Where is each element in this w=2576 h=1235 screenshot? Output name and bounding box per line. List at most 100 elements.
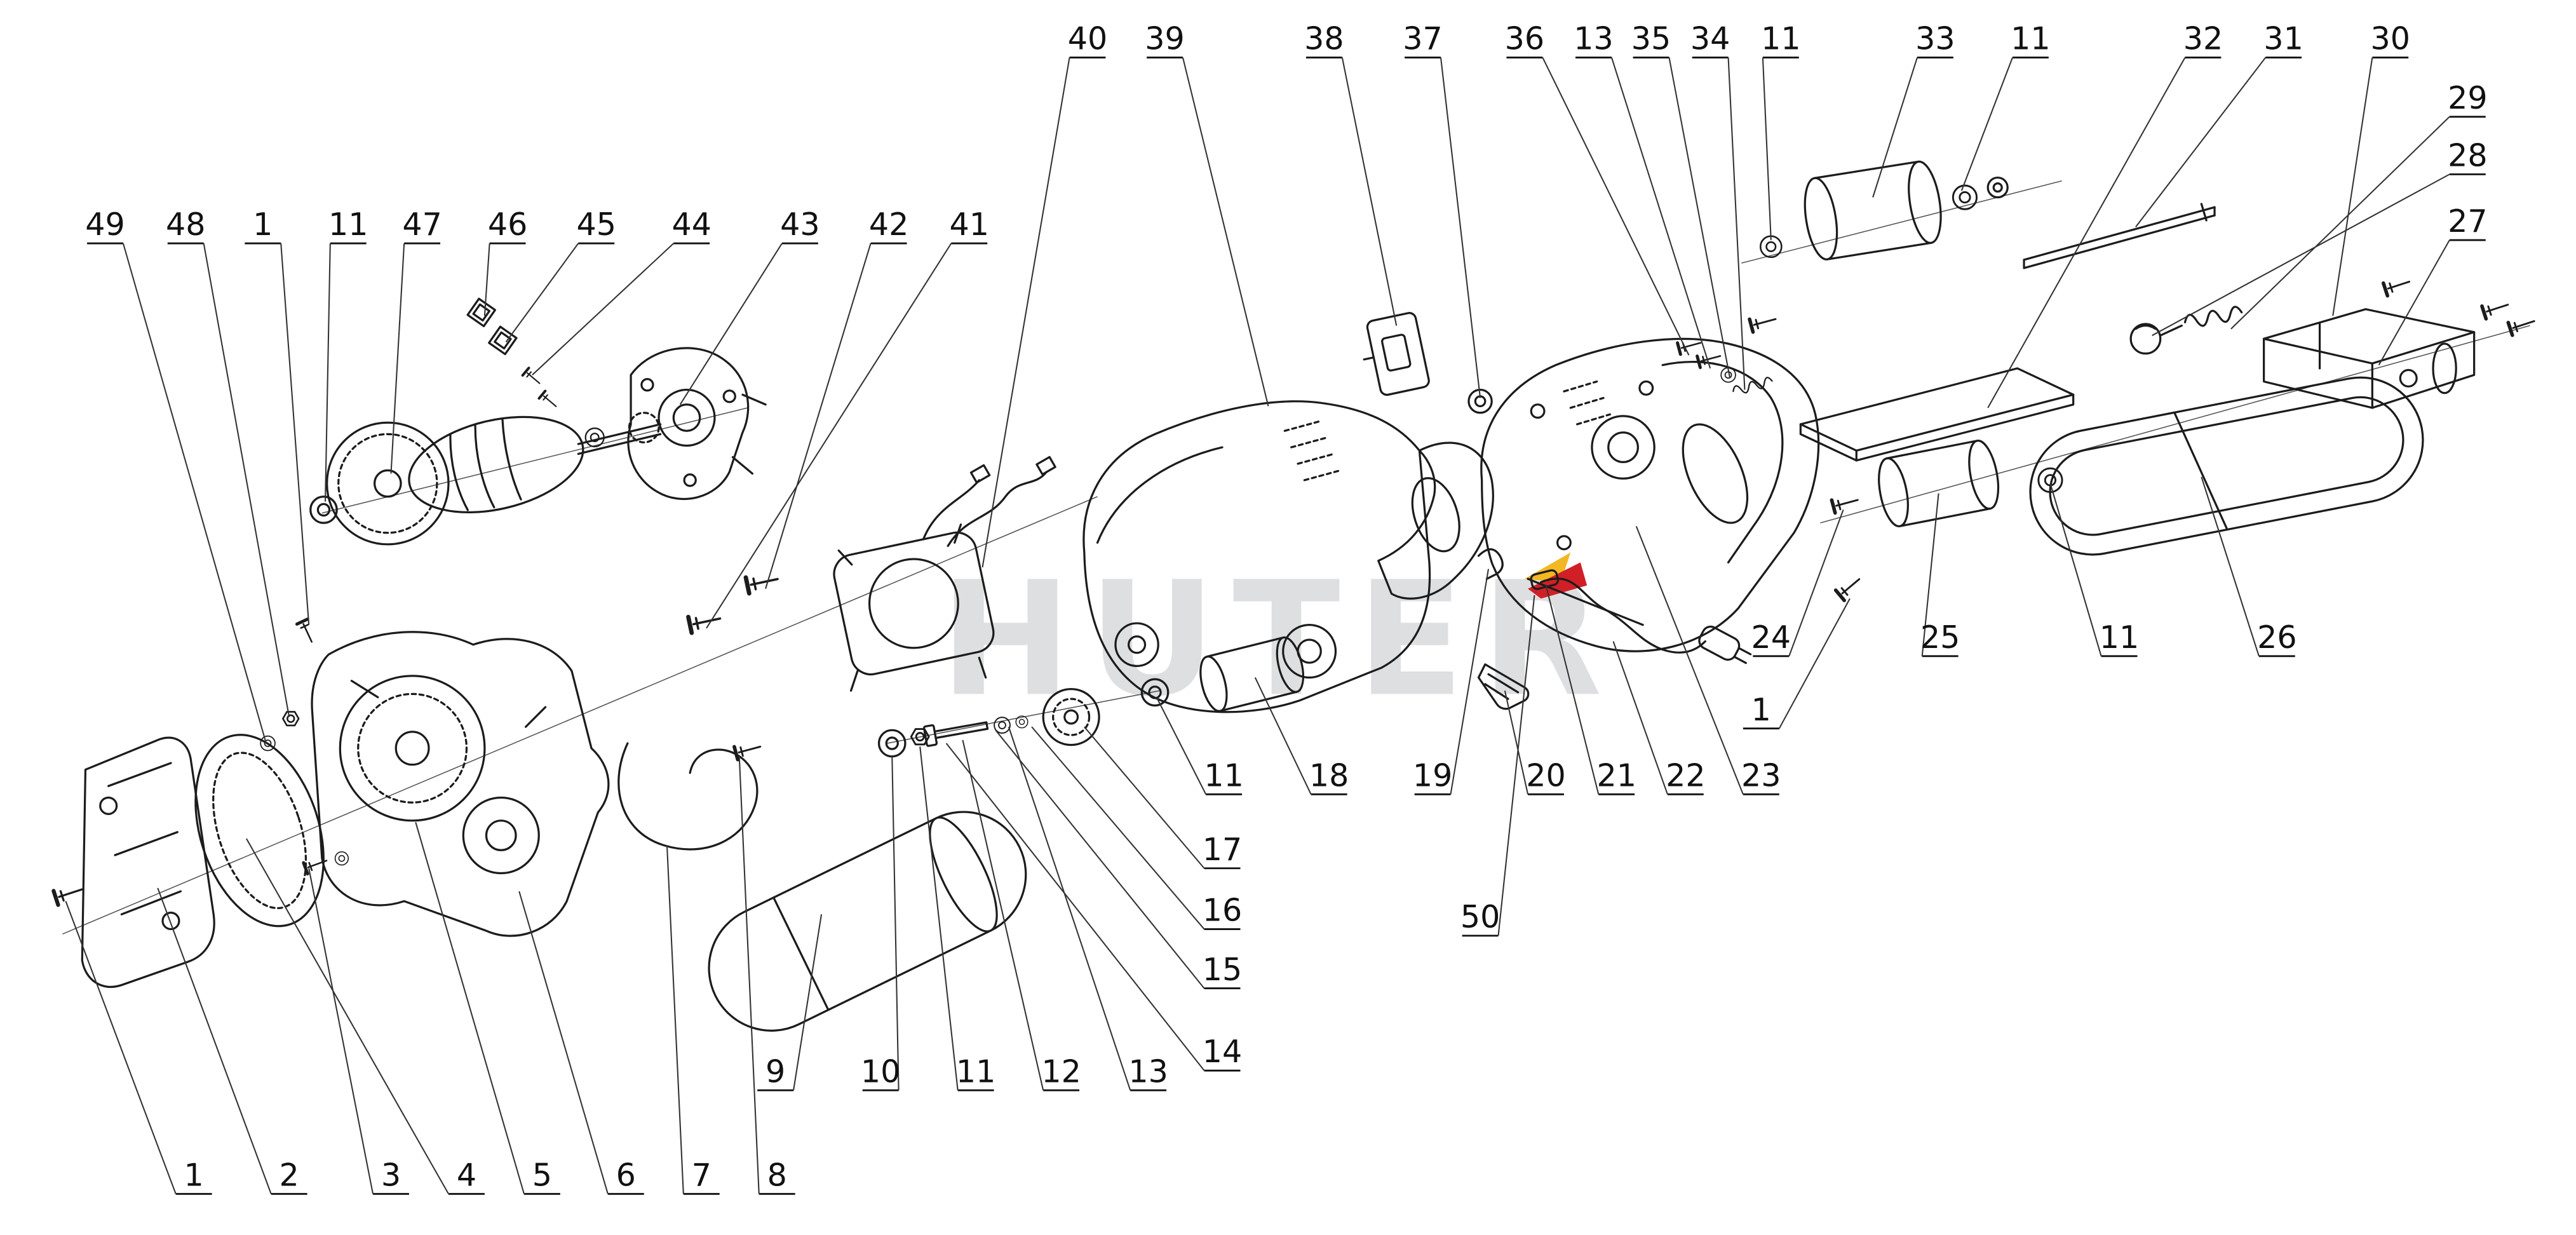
callout-number-47: 47 (402, 206, 442, 243)
callout-number-11: 11 (1204, 757, 1244, 793)
motor-housing-right (1480, 337, 1820, 652)
callout-leader (2201, 476, 2260, 657)
callout-leader (1635, 525, 1744, 795)
callout-number-29: 29 (2448, 79, 2488, 116)
callout-number-26: 26 (2257, 619, 2297, 656)
motor-housing-left (1082, 400, 1494, 713)
callout-number-18: 18 (1309, 757, 1349, 793)
clip-part (1477, 548, 1504, 580)
callout-leader (738, 756, 760, 1194)
power-plug (1698, 625, 1752, 665)
bag-hook (617, 742, 759, 851)
callout-number-50: 50 (1460, 898, 1500, 935)
callout-leader (981, 57, 1070, 568)
callout-leader (1008, 726, 1131, 1091)
callout-number-15: 15 (1203, 951, 1243, 988)
callout-number-3: 3 (381, 1156, 401, 1193)
callout-leader (679, 243, 783, 405)
callout-number-12: 12 (1041, 1053, 1081, 1090)
callout-leader (1960, 57, 2013, 191)
callout-number-27: 27 (2448, 203, 2488, 240)
side-plate (53, 619, 317, 989)
callout-leader (415, 821, 525, 1194)
callout-leader (1762, 57, 1772, 240)
callout-leader (325, 243, 331, 502)
front-roller-bracket (2263, 275, 2537, 409)
callout-leader (157, 887, 272, 1194)
callout-number-21: 21 (1596, 757, 1636, 793)
callout-number-2: 2 (280, 1156, 299, 1193)
callout-leader (1497, 595, 1535, 936)
armature-assembly (309, 297, 662, 546)
callout-leader (532, 243, 675, 375)
callout-number-49: 49 (85, 206, 125, 243)
gear-cover (304, 631, 762, 937)
tension-roller (1759, 160, 2009, 260)
callout-number-11: 11 (328, 206, 368, 243)
stator (833, 456, 1056, 692)
callout-number-41: 41 (950, 206, 990, 243)
callout-number-40: 40 (1068, 20, 1108, 57)
callout-leader (1545, 585, 1600, 795)
cord-guard (1477, 663, 1530, 710)
roller-axle (2023, 203, 2216, 269)
callout-leader (919, 746, 959, 1091)
callout-leader (1254, 677, 1312, 795)
callout-number-6: 6 (616, 1156, 636, 1193)
callout-leader (1727, 57, 1746, 390)
callout-number-7: 7 (692, 1156, 711, 1193)
callout-number-33: 33 (1915, 20, 1955, 57)
callout-leader (1341, 57, 1398, 326)
callout-number-38: 38 (1304, 20, 1344, 57)
callout-leader (280, 243, 310, 625)
callout-number-4: 4 (457, 1156, 476, 1193)
callout-leader (962, 739, 1044, 1091)
callout-leader (1450, 569, 1490, 795)
callout-leader (2332, 57, 2373, 316)
callout-leader (390, 243, 405, 474)
callout-leader (945, 743, 1205, 1071)
callout-leader (1987, 57, 2186, 408)
drive-belt (194, 734, 325, 928)
callout-number-25: 25 (1920, 619, 1960, 656)
callout-number-48: 48 (166, 206, 206, 243)
callout-leader (1156, 697, 1207, 795)
callout-number-45: 45 (577, 206, 617, 243)
callout-number-36: 36 (1505, 20, 1545, 57)
callout-leader (1084, 726, 1205, 869)
tension-spring-knob (2129, 304, 2244, 355)
callout-leader (483, 243, 490, 316)
callout-number-43: 43 (780, 206, 820, 243)
callout-number-1: 1 (184, 1156, 204, 1193)
callout-leader (505, 243, 579, 343)
callout-number-1: 1 (253, 206, 273, 243)
callout-number-1: 1 (1751, 691, 1771, 728)
callout-number-30: 30 (2371, 20, 2411, 57)
callout-number-16: 16 (1203, 892, 1243, 929)
callout-leader (246, 838, 449, 1194)
callout-leader (2230, 116, 2450, 330)
callout-leader (1440, 57, 1481, 398)
callout-number-37: 37 (1403, 20, 1443, 57)
front-roller (1199, 636, 1304, 712)
callout-leader (1504, 690, 1529, 795)
callout-number-17: 17 (1203, 831, 1243, 868)
callout-number-14: 14 (1203, 1033, 1243, 1070)
callout-leader (1182, 57, 1269, 407)
callout-number-35: 35 (1631, 20, 1671, 57)
dust-bag (708, 811, 1027, 1032)
callout-leader (2378, 240, 2450, 366)
cord-group (1477, 548, 1752, 710)
callout-number-8: 8 (767, 1156, 787, 1193)
callout-number-31: 31 (2263, 20, 2303, 57)
callout-number-46: 46 (488, 206, 528, 243)
callout-leader (1612, 641, 1668, 795)
callout-leader (2152, 173, 2450, 336)
callout-leader (518, 891, 609, 1194)
callout-leader (1610, 57, 1711, 369)
axis-lines (62, 180, 2530, 935)
power-cord (1540, 577, 1706, 654)
switch (1363, 312, 1430, 396)
